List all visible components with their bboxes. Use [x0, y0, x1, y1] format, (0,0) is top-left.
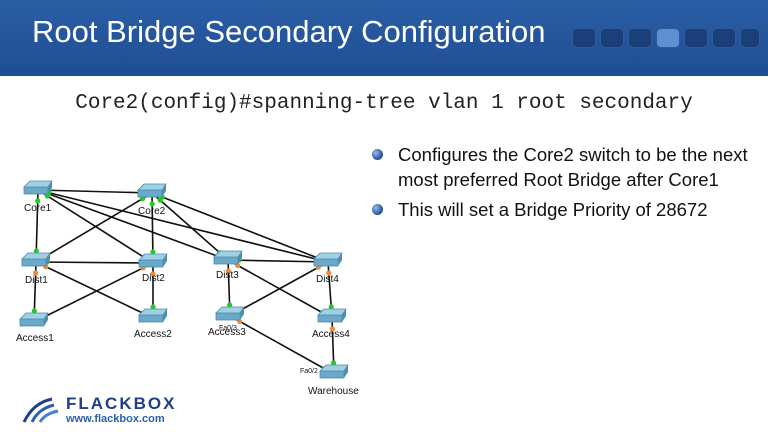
port-indicator	[331, 360, 337, 366]
port-indicator	[150, 304, 156, 310]
logo-url: www.flackbox.com	[66, 413, 165, 425]
link-core2-dist1	[35, 192, 153, 263]
port-indicator	[31, 308, 37, 314]
link-core1-dist4	[37, 189, 329, 263]
bullet-text: This will set a Bridge Priority of 28672	[398, 199, 708, 220]
link-dist2-access1	[33, 262, 154, 323]
link-core2-dist4	[151, 192, 329, 263]
port-indicator	[227, 302, 233, 308]
switch-access2	[138, 308, 168, 323]
switch-core1	[23, 180, 53, 195]
bullet-list: Configures the Core2 switch to be the ne…	[372, 142, 752, 227]
progress-dot-active	[656, 28, 680, 48]
switch-access1	[19, 312, 49, 327]
cli-command: Core2(config)#spanning-tree vlan 1 root …	[75, 92, 693, 115]
bullet-icon	[372, 149, 383, 160]
progress-dot	[712, 28, 736, 48]
link-access3-warehouse	[229, 315, 335, 375]
port-indicator	[150, 249, 156, 255]
link-dist4-access3	[229, 261, 329, 317]
port-label: Fa0/2	[300, 368, 318, 375]
switch-label-core1: Core1	[24, 203, 52, 214]
switch-layer	[19, 180, 349, 379]
port-indicator	[150, 271, 156, 277]
slide-header: Root Bridge Secondary Configuration	[0, 0, 768, 76]
bullet-text: Configures the Core2 switch to be the ne…	[398, 144, 748, 190]
slide-title: Root Bridge Secondary Configuration	[32, 14, 546, 49]
switch-dist3	[213, 250, 243, 265]
link-core2-dist3	[151, 192, 229, 261]
link-dist1-dist2	[35, 261, 154, 264]
progress-dot	[740, 28, 760, 48]
link-dist3-dist4	[227, 259, 329, 263]
switch-dist1	[21, 252, 51, 267]
switch-label-core2: Core2	[138, 206, 166, 217]
port-indicator	[33, 270, 39, 276]
port-indicator	[225, 268, 231, 274]
port-indicator	[35, 198, 41, 204]
switch-label-access4: Access4	[312, 329, 350, 340]
switch-access4	[317, 308, 347, 323]
progress-dot	[628, 28, 652, 48]
switch-dist4	[313, 252, 343, 267]
bullet-icon	[372, 204, 383, 215]
flackbox-logo: FLACKBOX www.flackbox.com	[22, 394, 192, 426]
port-indicator	[149, 201, 155, 207]
switch-warehouse	[319, 364, 349, 379]
switch-dist2	[138, 253, 168, 268]
slide-progress-dots	[572, 28, 762, 48]
port-label: Fa0/3	[219, 325, 237, 332]
switch-label-warehouse: Warehouse	[308, 386, 359, 394]
switch-label-dist3: Dist3	[216, 270, 239, 281]
switch-label-dist2: Dist2	[142, 273, 165, 284]
switch-label-dist1: Dist1	[25, 275, 48, 286]
flackbox-logo-icon	[22, 397, 59, 423]
switch-label-dist4: Dist4	[316, 274, 339, 285]
switch-label-access2: Access2	[134, 329, 172, 340]
links-layer	[31, 187, 337, 375]
bullet-item: Configures the Core2 switch to be the ne…	[372, 142, 752, 192]
link-dist1-access2	[35, 261, 154, 319]
switch-label-access1: Access1	[16, 333, 54, 344]
port-indicator	[329, 326, 335, 332]
progress-dot	[600, 28, 624, 48]
switch-core2	[137, 183, 167, 198]
link-core1-dist3	[37, 189, 229, 261]
port-indicator	[326, 270, 332, 276]
logo-name: FLACKBOX	[66, 394, 177, 413]
port-indicator	[328, 304, 334, 310]
bullet-item: This will set a Bridge Priority of 28672	[372, 197, 752, 222]
port-indicator	[33, 248, 39, 254]
switch-label-access3: Access3	[208, 327, 246, 338]
progress-dot	[684, 28, 708, 48]
progress-dot	[572, 28, 596, 48]
link-core1-core2	[37, 189, 153, 194]
switch-access3	[215, 306, 245, 321]
